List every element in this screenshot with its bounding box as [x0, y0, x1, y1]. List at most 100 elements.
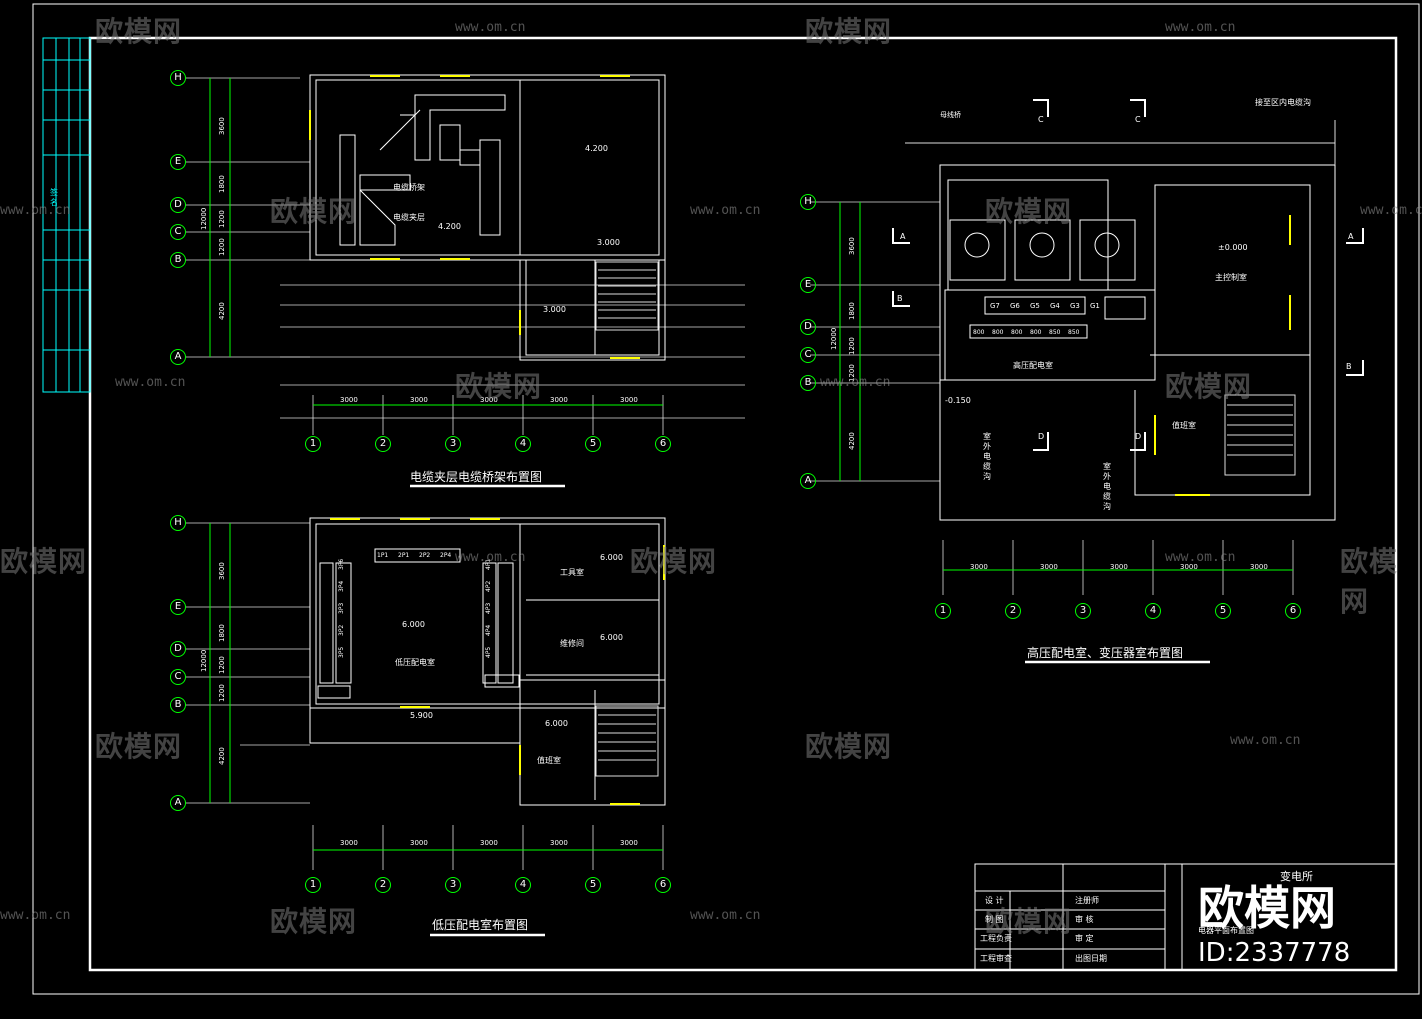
label-hv-duty: 值班室	[1172, 421, 1196, 430]
watermark-url-8: www.om.cn	[1165, 550, 1236, 565]
label-outdoor-cable-1: 室外电缆沟	[983, 432, 991, 481]
dim-vbottom-total: 12000	[200, 649, 208, 672]
tb-row1-b: 注册师	[1075, 896, 1099, 905]
dim-col-13: 3000	[1180, 563, 1198, 571]
section-mark-2: B	[897, 294, 903, 303]
dim-col-6: 3000	[410, 839, 428, 847]
title-block	[974, 863, 1397, 971]
axis-bubble-top-col-2: 2	[375, 436, 391, 452]
watermark-brand-11: 欧模网	[270, 905, 358, 938]
lv-panel-left-1: 3P4	[338, 580, 345, 592]
hv-panel-1: G6	[1010, 302, 1020, 310]
dim-vtop-3: 1200	[218, 238, 226, 256]
label-tool-room: 工具室	[560, 568, 584, 577]
label-lv-room: 低压配电室	[395, 658, 435, 667]
strip-label-1: 签	[50, 187, 58, 197]
axis-bubble-right-A: A	[800, 473, 816, 489]
axis-bubble-right-col-5: 5	[1215, 603, 1231, 619]
lv-panel-right-2: 4P3	[485, 602, 492, 614]
label-incoming: 接至区内电缆沟	[1255, 98, 1311, 107]
watermark-url-10: www.om.cn	[0, 908, 71, 923]
section-mark-0: A	[900, 232, 906, 241]
tb-row3-a: 工程负责	[980, 934, 1012, 943]
watermark-url-9: www.om.cn	[1230, 733, 1301, 748]
lv-panel-right-1: 4P2	[485, 580, 492, 592]
tb-row4-b: 出图日期	[1075, 954, 1107, 963]
dim-col-3: 3000	[550, 396, 568, 404]
watermark-brand-10: 欧模网	[805, 730, 893, 763]
axis-bubble-top-col-4: 4	[515, 436, 531, 452]
dim-col-14: 3000	[1250, 563, 1268, 571]
dim-col-11: 3000	[1040, 563, 1058, 571]
tb-row3-b: 审 定	[1075, 934, 1094, 943]
watermark-brand-1: 欧模网	[805, 15, 893, 48]
axis-bubble-right-col-4: 4	[1145, 603, 1161, 619]
dim-col-5: 3000	[340, 839, 358, 847]
dim-vbottom-0: 3600	[218, 562, 226, 580]
axis-bubble-right-B: B	[800, 375, 816, 391]
dim-vtop-total: 12000	[200, 207, 208, 230]
hv-panel-4: G3	[1070, 302, 1080, 310]
dim-col-0: 3000	[340, 396, 358, 404]
axis-bubble-right-D: D	[800, 319, 816, 335]
inner-frame	[88, 36, 1398, 972]
watermark-url-3: www.om.cn	[690, 203, 761, 218]
axis-bubble-right-col-1: 1	[935, 603, 951, 619]
hv-panel-3: G4	[1050, 302, 1060, 310]
dim-vtop-0: 3600	[218, 117, 226, 135]
lv-panel-left-0: 3P6	[338, 558, 345, 570]
axis-bubble-bottom-E: E	[170, 599, 186, 615]
axis-bubble-right-E: E	[800, 277, 816, 293]
axis-bubble-bottom-col-2: 2	[375, 877, 391, 893]
tb-row2-a: 制 图	[985, 915, 1004, 924]
dim-vright-2: 1200	[848, 337, 856, 355]
axis-bubble-top-C: C	[170, 224, 186, 240]
watermark-brand-5: 欧模网	[1165, 370, 1253, 403]
dim-col-2: 3000	[480, 396, 498, 404]
room-elev-top-1: 4.200	[585, 144, 608, 153]
title-low-voltage: 低压配电室布置图	[432, 918, 529, 932]
dim-col-10: 3000	[970, 563, 988, 571]
axis-bubble-bottom-D: D	[170, 641, 186, 657]
dim-vbottom-4: 4200	[218, 747, 226, 765]
dim-col-8: 3000	[550, 839, 568, 847]
label-hv-room: 高压配电室	[1013, 361, 1053, 370]
axis-bubble-top-col-5: 5	[585, 436, 601, 452]
lv-panel-left-2: 3P3	[338, 602, 345, 614]
label-duty-room: 值班室	[537, 756, 561, 765]
room-elev-repair: 6.000	[600, 633, 623, 642]
dim-col-4: 3000	[620, 396, 638, 404]
dim-vtop-2: 1200	[218, 210, 226, 228]
room-elev-hv-minus: -0.150	[945, 396, 971, 405]
section-mark-3: B	[1346, 362, 1352, 371]
dim-vright-4: 4200	[848, 432, 856, 450]
watermark-url-4: www.om.cn	[1360, 203, 1422, 218]
watermark-url-5: www.om.cn	[115, 375, 186, 390]
hv-width-2: 800	[1011, 329, 1023, 336]
axis-bubble-bottom-col-4: 4	[515, 877, 531, 893]
label-outdoor-cable-2: 室外电缆沟	[1103, 462, 1111, 511]
lv-panel-top-1: 2P1	[398, 552, 410, 559]
dim-vbottom-2: 1200	[218, 656, 226, 674]
watermark-brand-2: 欧模网	[270, 195, 358, 228]
dim-vtop-4: 4200	[218, 302, 226, 320]
watermark-logo-large: 欧模网	[1198, 881, 1336, 935]
axis-bubble-bottom-A: A	[170, 795, 186, 811]
axis-bubble-bottom-B: B	[170, 697, 186, 713]
axis-bubble-top-D: D	[170, 197, 186, 213]
dim-vbottom-1: 1800	[218, 624, 226, 642]
room-elev-top-4: 4.200	[438, 222, 461, 231]
dim-col-1: 3000	[410, 396, 428, 404]
room-elev-stair: 6.000	[545, 719, 568, 728]
watermark-url-6: www.om.cn	[820, 375, 891, 390]
watermark-url-11: www.om.cn	[690, 908, 761, 923]
room-elev-hv-control: ±0.000	[1218, 243, 1248, 252]
axis-bubble-right-C: C	[800, 347, 816, 363]
axis-bubble-bottom-col-3: 3	[445, 877, 461, 893]
axis-bubble-top-col-3: 3	[445, 436, 461, 452]
room-elev-lv: 6.000	[402, 620, 425, 629]
left-sign-strip	[42, 37, 91, 393]
tb-row1-a: 设 计	[985, 896, 1004, 905]
section-mark-7: D	[1135, 432, 1142, 441]
